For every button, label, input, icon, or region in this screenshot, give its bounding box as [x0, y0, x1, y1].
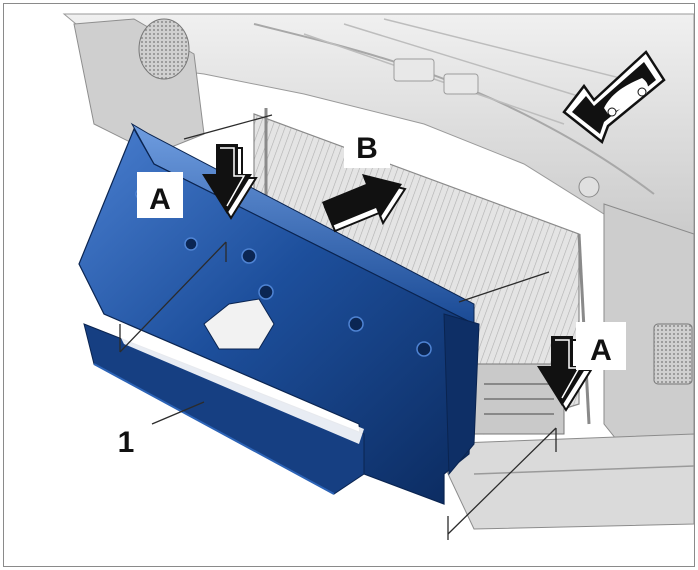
vehicle-body: [62, 13, 694, 530]
diagram-frame: A B A 1: [3, 3, 695, 567]
slide-arrow-icon: [322, 174, 407, 233]
car-direction-arrow-icon: [562, 50, 666, 145]
callout-b-text: B: [356, 132, 378, 165]
down-press-arrow-icon: [202, 144, 258, 220]
callout-a-left: A: [137, 172, 183, 218]
callout-a-right-text: A: [590, 334, 612, 367]
callout-part-1-text: 1: [118, 426, 135, 459]
callout-a-left-text: A: [149, 183, 171, 216]
callout-b: B: [344, 122, 390, 168]
leader-lines: [119, 114, 557, 540]
fastener-clips: [135, 188, 432, 357]
assembly-illustration: A B A 1: [62, 13, 694, 540]
callout-part-1: 1: [118, 426, 135, 459]
callout-a-right: A: [576, 322, 626, 370]
